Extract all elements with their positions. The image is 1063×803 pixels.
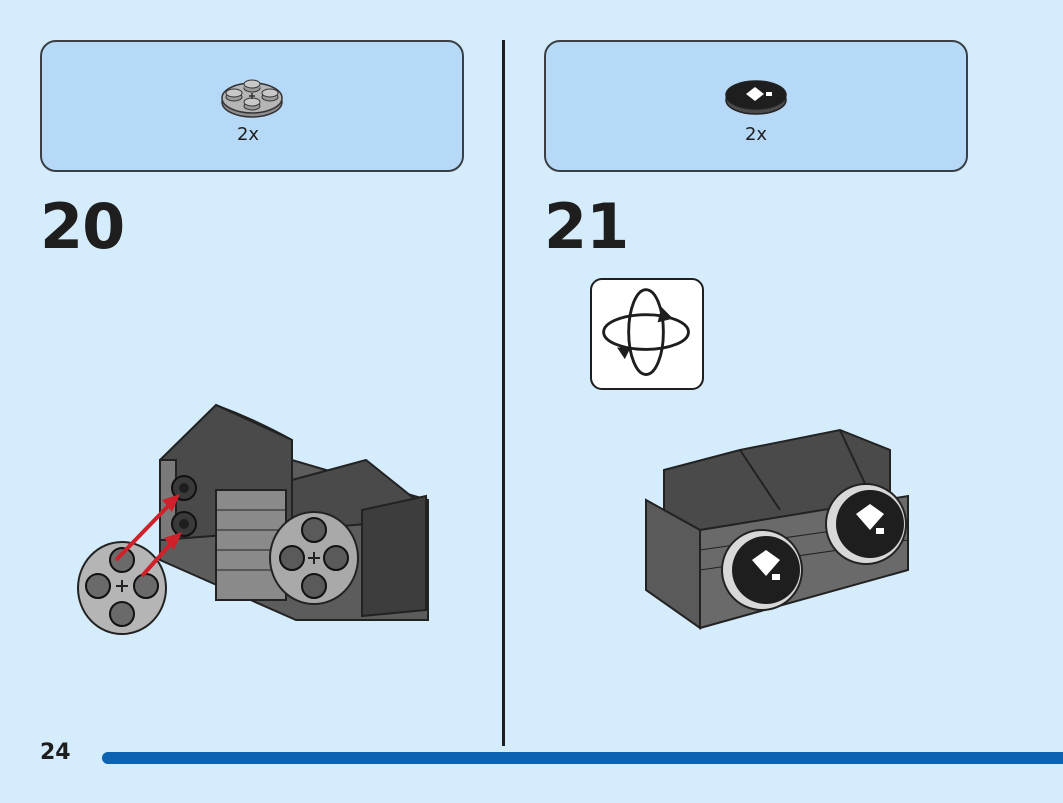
rotate-indicator — [590, 278, 704, 390]
part-quantity: 2x — [236, 124, 260, 145]
rotate-model-icon — [602, 288, 690, 376]
step-20-parts-callout: 2x — [40, 40, 464, 172]
step-20-model-illustration — [77, 403, 429, 635]
round-plate-4-studs-icon — [221, 79, 283, 118]
step-number: 21 — [544, 190, 629, 263]
step-divider — [502, 40, 505, 746]
page-progress-bar — [102, 752, 1063, 764]
page-number: 24 — [40, 740, 71, 765]
part-quantity: 2x — [744, 124, 768, 145]
step-21-model-illustration — [645, 428, 909, 630]
round-tile-eye-print-icon — [725, 80, 787, 115]
step-number: 20 — [40, 190, 125, 263]
step-21-parts-callout: 2x — [544, 40, 968, 172]
